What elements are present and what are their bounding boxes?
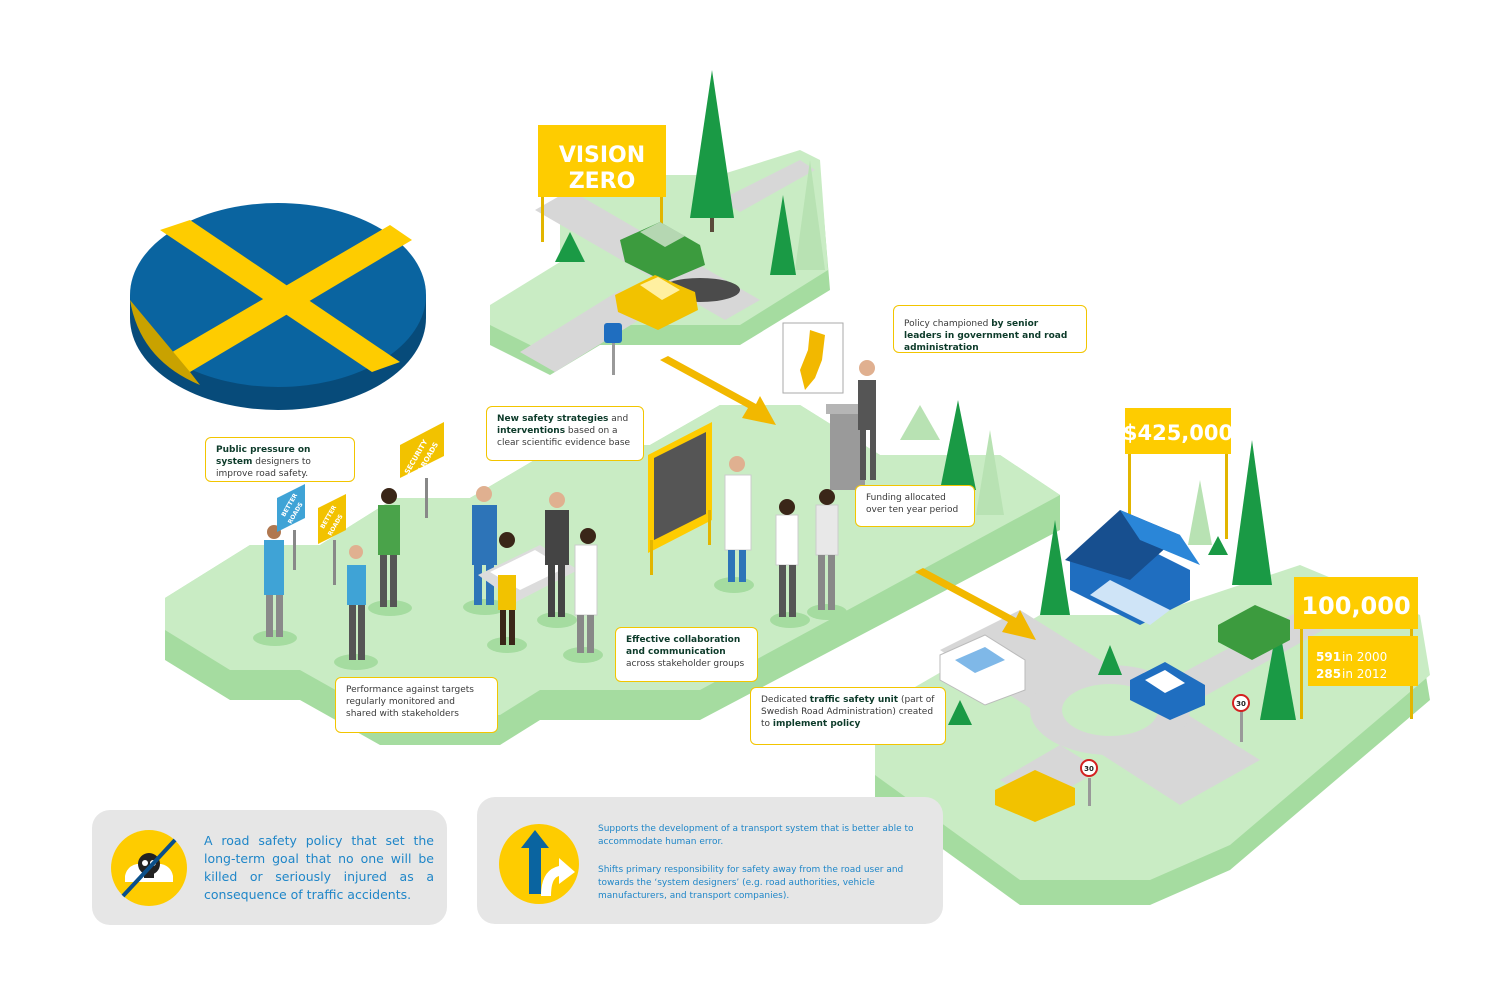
callout-performance: Performance against targets regularly mo… xyxy=(335,677,498,733)
svg-text:in 2000: in 2000 xyxy=(1342,650,1387,664)
no-fatality-icon xyxy=(111,830,187,906)
svg-text:in 2012: in 2012 xyxy=(1342,667,1387,681)
direction-shift-icon xyxy=(499,824,579,904)
svg-text:30: 30 xyxy=(1236,700,1246,708)
speed-sign-2: 30 xyxy=(1080,759,1098,806)
town-cars xyxy=(939,605,1290,822)
system-design-text-1: Supports the development of a transport … xyxy=(598,824,914,848)
svg-text:$425,000: $425,000 xyxy=(1123,421,1233,445)
svg-text:591: 591 xyxy=(1316,650,1341,664)
road-sign-top xyxy=(604,323,622,375)
callout-public-pressure: Public pressure on system designers to i… xyxy=(205,437,355,482)
trees xyxy=(555,70,1296,725)
strategy-board xyxy=(648,422,712,575)
vision-zero-line2: ZERO xyxy=(569,169,636,194)
arrow-top-to-middle xyxy=(660,356,776,425)
svg-text:285: 285 xyxy=(1316,667,1341,681)
blue-house xyxy=(1065,510,1200,625)
vision-zero-sign: VISION ZERO xyxy=(538,125,666,242)
callout-funding: Funding allocated over ten year period xyxy=(855,485,975,527)
system-design-text-2: Shifts primary responsibility for safety… xyxy=(598,865,904,902)
swedish-flag-disc xyxy=(130,203,426,410)
callout-policy-champion: Policy championed by senior leaders in g… xyxy=(893,305,1087,353)
protest-sign-1: BETTER ROADS xyxy=(277,484,305,570)
panel-system-design: Supports the development of a transport … xyxy=(477,797,943,924)
panel-vision-zero-goal: A road safety policy that set the long-t… xyxy=(92,810,447,925)
sweden-map-board xyxy=(782,322,844,394)
protest-sign-2: BETTER ROADS xyxy=(318,494,346,585)
crashed-cars xyxy=(615,222,740,330)
speaker-at-podium xyxy=(826,360,876,490)
svg-text:30: 30 xyxy=(1084,765,1094,773)
people-group xyxy=(253,456,847,670)
callout-safety-strategies: New safety strategies and interventions … xyxy=(486,406,644,461)
callout-traffic-safety-unit: Dedicated traffic safety unit (part of S… xyxy=(750,687,946,745)
casualty-stats-sign: 100,000 591 in 2000 285 in 2012 xyxy=(1294,577,1418,719)
vision-zero-goal-text: A road safety policy that set the long-t… xyxy=(204,833,434,903)
svg-text:100,000: 100,000 xyxy=(1301,592,1410,620)
callout-collaboration: Effective collaboration and communicatio… xyxy=(615,627,758,682)
vision-zero-line1: VISION xyxy=(559,143,645,168)
speed-sign-1: 30 xyxy=(1232,694,1250,742)
funding-amount-sign: $425,000 xyxy=(1123,408,1233,539)
arrow-middle-to-right xyxy=(915,568,1036,640)
